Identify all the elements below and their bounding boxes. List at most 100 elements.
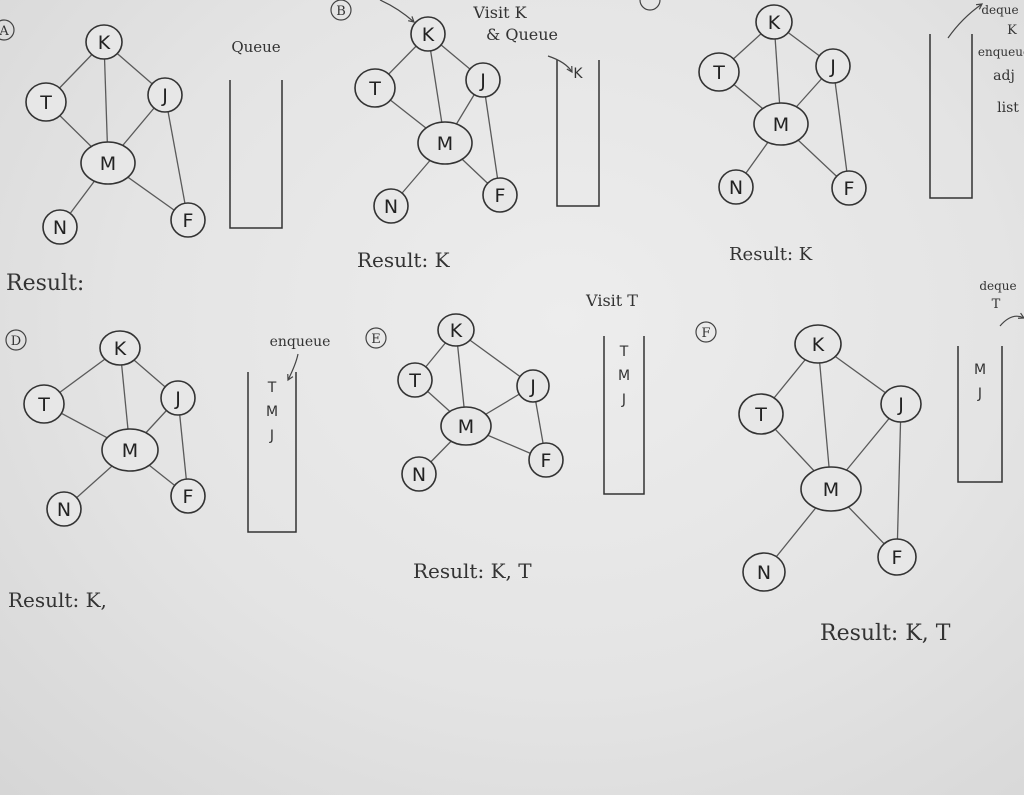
node-label: F xyxy=(892,547,903,569)
queue-item: T xyxy=(267,380,277,396)
result-text: Result: K, T xyxy=(413,559,532,583)
graph-node-f: F xyxy=(528,442,564,478)
queue-label: Queue xyxy=(231,38,280,56)
node-label: K xyxy=(768,12,781,34)
graph-node-k: K xyxy=(437,313,475,347)
node-label: T xyxy=(37,394,50,416)
node-circle xyxy=(880,385,922,423)
node-circle xyxy=(800,466,862,512)
edge-J-F xyxy=(896,403,902,558)
arrowhead xyxy=(408,16,415,23)
panel-marker-letter: F xyxy=(701,326,710,341)
result-text: Result: K xyxy=(729,244,813,265)
node-label: N xyxy=(384,196,398,218)
graph-node-m: M xyxy=(417,121,473,165)
queue: Queue xyxy=(229,38,283,229)
node-circle xyxy=(354,68,396,108)
result-text: Result: K, xyxy=(8,588,107,612)
queue: TMJ xyxy=(247,372,297,533)
node-circle xyxy=(528,442,564,478)
result-text: Result: K, T xyxy=(820,621,951,646)
node-label: T xyxy=(368,78,381,100)
node-circle xyxy=(698,52,740,92)
queue-box xyxy=(929,34,973,199)
annotation-note: list xyxy=(997,100,1019,116)
node-circle xyxy=(877,538,917,576)
edges xyxy=(414,329,547,475)
graph-node-t: T xyxy=(397,362,433,398)
graph-node-j: J xyxy=(516,369,550,403)
panel-marker xyxy=(0,19,15,41)
panel-marker-letter: E xyxy=(371,332,381,347)
node-label: M xyxy=(100,153,116,175)
arrowhead xyxy=(287,373,294,382)
annotation-note: & Queue xyxy=(486,25,558,44)
graph-node-n: N xyxy=(373,188,409,224)
node-circle xyxy=(831,170,867,206)
graph-node-k: K xyxy=(99,330,141,366)
graph-node-m: M xyxy=(101,428,159,472)
panel-marker xyxy=(365,327,387,349)
annotation-note: Visit K xyxy=(472,3,527,22)
node-label: J xyxy=(174,388,181,410)
panel-marker-letter: A xyxy=(0,24,9,39)
arrowhead xyxy=(1017,312,1024,319)
annotation-note: enqueue xyxy=(978,45,1024,59)
queue-item: T xyxy=(619,344,629,360)
graph-node-f: F xyxy=(877,538,917,576)
queue-item: J xyxy=(621,392,626,408)
queue xyxy=(929,34,973,199)
node-circle xyxy=(742,552,786,592)
result-text: Result: K xyxy=(357,248,451,272)
node-label: M xyxy=(823,479,839,501)
graph-node-n: N xyxy=(401,456,437,492)
edges xyxy=(45,41,189,228)
queue-item: M xyxy=(974,362,986,378)
node-circle xyxy=(482,177,518,213)
annotation-arrow xyxy=(547,55,573,73)
node-circle xyxy=(170,202,206,238)
node-label: K xyxy=(812,334,825,356)
node-circle xyxy=(373,188,409,224)
queue-item: K xyxy=(573,66,583,82)
node-label: T xyxy=(754,404,767,426)
node-label: M xyxy=(458,416,474,438)
node-label: N xyxy=(412,464,426,486)
node-circle xyxy=(397,362,433,398)
edges xyxy=(43,347,189,510)
node-circle xyxy=(440,406,492,446)
graph-node-n: N xyxy=(42,209,78,245)
node-circle xyxy=(80,141,136,185)
node-circle xyxy=(101,428,159,472)
annotation-note: deque xyxy=(979,279,1016,293)
node-label: M xyxy=(773,114,789,136)
annotation-note: deque xyxy=(981,3,1018,17)
annotation-arrow xyxy=(947,3,983,39)
panel-marker xyxy=(330,0,352,21)
graph-node-t: T xyxy=(698,52,740,92)
panel-marker xyxy=(5,329,27,351)
node-label: T xyxy=(712,62,725,84)
graph-node-t: T xyxy=(354,68,396,108)
node-circle xyxy=(25,82,67,122)
edges xyxy=(760,343,902,573)
node-circle xyxy=(738,393,784,435)
panel-marker-letter: B xyxy=(336,4,346,19)
annotation-arrow xyxy=(379,0,415,23)
graph-node-t: T xyxy=(738,393,784,435)
annotation-arrow xyxy=(999,315,1024,327)
node-circle xyxy=(465,62,501,98)
node-label: F xyxy=(183,210,194,232)
node-label: N xyxy=(53,217,67,239)
edge-J-F xyxy=(164,94,189,221)
node-label: F xyxy=(541,450,552,472)
queue-item: M xyxy=(618,368,630,384)
node-circle xyxy=(42,209,78,245)
graph-node-k: K xyxy=(755,4,793,40)
graph-node-m: M xyxy=(80,141,136,185)
